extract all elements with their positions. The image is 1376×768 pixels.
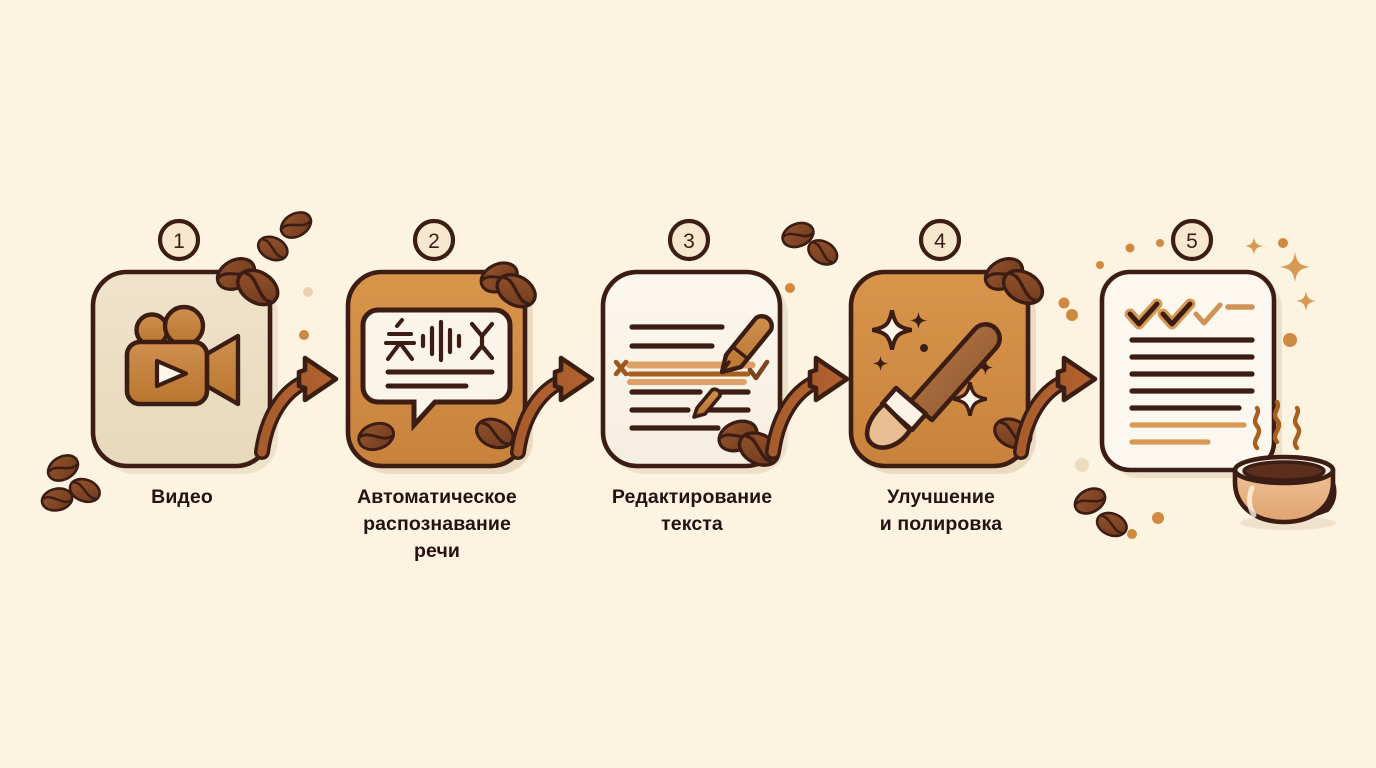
step-card-4[interactable] [848, 250, 1050, 474]
document-lines [1129, 337, 1255, 445]
bubble-text-lines [385, 369, 495, 389]
check-icon-1 [1127, 301, 1160, 327]
x-glyph [469, 321, 495, 361]
step-badge-1-number: 1 [173, 230, 185, 253]
coffee-liquid [1242, 460, 1326, 482]
checklist-document-icon [1124, 298, 1255, 445]
step-badge-2[interactable]: 2 [412, 218, 456, 262]
step-badge-3[interactable]: 3 [667, 218, 711, 262]
step-label-4: Улучшение и полировка [879, 486, 1003, 535]
step-label-3: Редактирование текста [611, 486, 773, 535]
step-badge-4[interactable]: 4 [918, 218, 962, 262]
delete-x-icon [613, 359, 629, 377]
doc-text-lines [629, 324, 751, 431]
card-3-body [600, 269, 783, 469]
scattered-dots [299, 238, 1297, 539]
flow-arrow-4 [1013, 355, 1098, 460]
flow-arrow-2 [510, 355, 595, 460]
step-badge-2-number: 2 [428, 230, 440, 253]
cjk-glyph [384, 318, 416, 361]
video-camera-icon [124, 304, 241, 407]
steam-lines [1252, 399, 1302, 451]
step-badge-1[interactable]: 1 [157, 218, 201, 262]
step-label-2: Автоматическое распознавание речи [357, 486, 517, 562]
check-icon [747, 359, 770, 381]
cup-highlight [1247, 485, 1257, 518]
paintbrush-sparkle-icon [864, 310, 1002, 450]
step-badge-5-number: 5 [1186, 230, 1198, 253]
step-card-2[interactable] [345, 255, 543, 474]
step-badge-4-number: 4 [934, 230, 946, 253]
step-badge-3-number: 3 [683, 230, 695, 253]
speech-bubble-transcript-icon [360, 307, 513, 432]
check-icon-3 [1193, 302, 1223, 326]
coffee-cup-icon [1232, 399, 1337, 530]
document-edit-pencil-icon [613, 314, 774, 431]
sparkle-dot [920, 344, 928, 352]
step-label-1: Видео [151, 486, 213, 508]
step-card-3[interactable] [600, 269, 788, 474]
waveform-bars [420, 319, 462, 363]
small-pencil-icon [692, 387, 722, 419]
pencil-icon [719, 314, 774, 375]
step-number-badges: 1 2 3 4 5 [157, 218, 1214, 262]
flow-arrow-3 [765, 355, 850, 460]
step-card-5[interactable] [1099, 269, 1282, 478]
step-badge-5[interactable]: 5 [1170, 218, 1214, 262]
check-icon-2 [1160, 301, 1193, 327]
step-card-1[interactable] [90, 250, 286, 474]
flow-arrow-1 [254, 355, 339, 460]
